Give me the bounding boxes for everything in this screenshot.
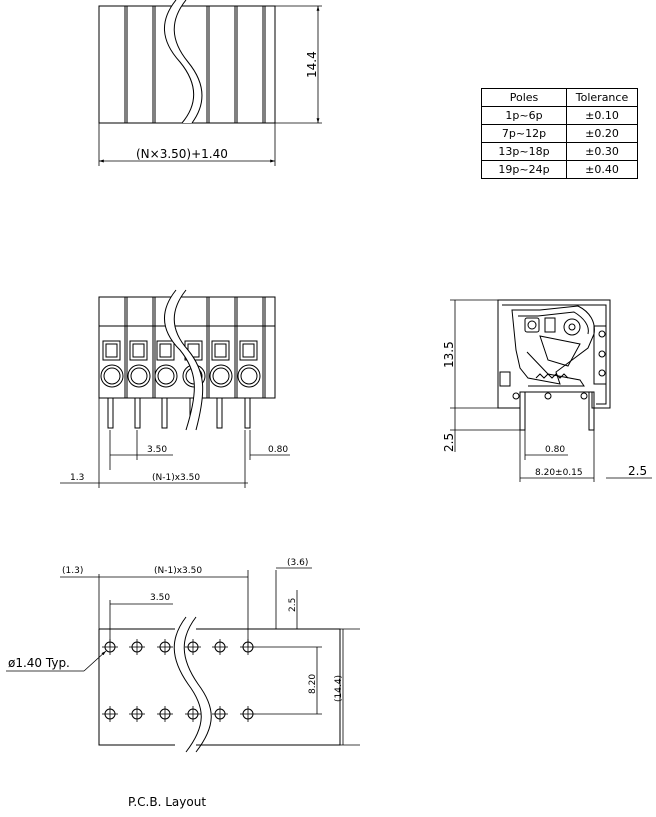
side-pin-dim: 0.80 (545, 445, 565, 455)
top-view: (N×3.50)+1.40 14.4 (98, 0, 322, 166)
side-right-dim: 2.5 (628, 464, 647, 478)
table-cell: 1p~6p (481, 106, 567, 125)
table-cell: 7p~12p (481, 124, 567, 143)
side-height-dim: 13.5 (442, 341, 456, 368)
table-cell: ±0.40 (566, 160, 638, 179)
pcb-caption: P.C.B. Layout (128, 795, 206, 809)
table-cell: 13p~18p (481, 142, 567, 161)
hole-callout: ø1.40 Typ. (8, 656, 70, 670)
pcb-holes (102, 639, 256, 722)
tolerance-table: Poles Tolerance 1p~6p ±0.10 7p~12p ±0.20… (481, 88, 638, 179)
side-depth-dim: 8.20±0.15 (535, 468, 583, 478)
pcb-row-dim: 8.20 (308, 674, 318, 694)
front-offset-dim: 1.3 (70, 473, 84, 483)
pcb-height-dim: (14.4) (334, 675, 344, 702)
pins (107, 397, 251, 429)
top-height-dim: 14.4 (305, 51, 319, 78)
pcb-top-dim: 2.5 (288, 598, 298, 612)
table-row: 1p~6p ±0.10 (481, 106, 638, 125)
table-row: 7p~12p ±0.20 (481, 124, 638, 143)
table-cell: 19p~24p (481, 160, 567, 179)
side-pin-len-dim: 2.5 (442, 433, 456, 452)
table-header-poles: Poles (481, 88, 567, 107)
table-cell: ±0.30 (566, 142, 638, 161)
front-pitch-dim: 3.50 (147, 445, 167, 455)
front-view: 3.50 0.80 1.3 (N-1)x3.50 (60, 289, 290, 488)
table-header-tolerance: Tolerance (566, 88, 638, 107)
pcb-offset-dim: (1.3) (62, 566, 83, 576)
front-span-dim: (N-1)x3.50 (152, 473, 200, 483)
front-pin-dim: 0.80 (268, 445, 288, 455)
table-header-row: Poles Tolerance (481, 88, 638, 107)
pcb-pitch-dim: 3.50 (150, 593, 170, 603)
pcb-layout: (1.3) (N-1)x3.50 (3.6) 3.50 2.5 8.20 (14… (6, 558, 360, 809)
table-row: 13p~18p ±0.30 (481, 142, 638, 161)
table-cell: ±0.10 (566, 106, 638, 125)
top-width-dim: (N×3.50)+1.40 (136, 147, 228, 161)
table-cell: ±0.20 (566, 124, 638, 143)
table-row: 19p~24p ±0.40 (481, 160, 638, 179)
pcb-right-dim: (3.6) (287, 558, 308, 568)
pcb-span-dim: (N-1)x3.50 (154, 566, 202, 576)
side-view: 13.5 2.5 0.80 8.20±0.15 2.5 (442, 299, 652, 482)
